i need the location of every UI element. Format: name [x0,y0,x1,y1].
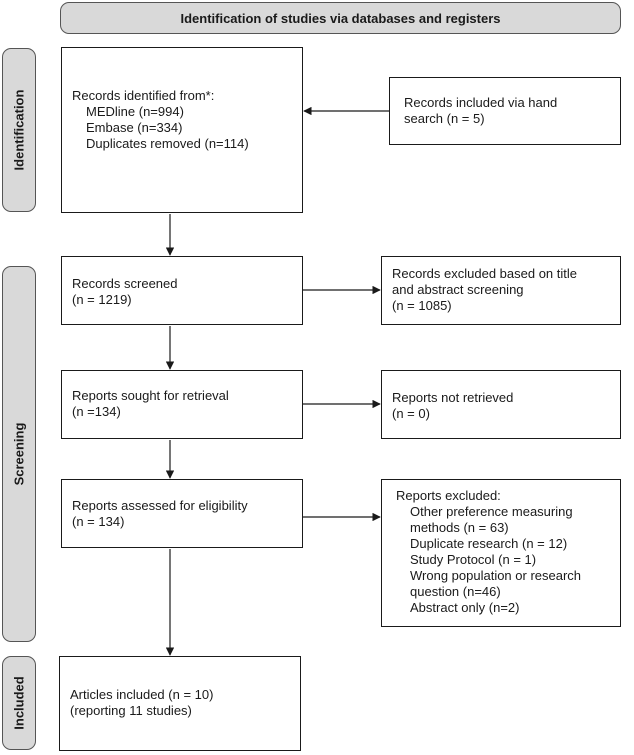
reports-excluded-item: Abstract only (n=2) [410,600,520,615]
reports-excluded-item: Duplicate research (n = 12) [410,536,568,551]
reports-sought-line2: (n =134) [72,404,121,419]
flow-diagram-header: Identification of studies via databases … [60,2,621,34]
reports-sought-line1: Reports sought for retrieval [72,388,229,403]
records-screened-line1: Records screened [72,276,178,291]
reports-assessed-box: Reports assessed for eligibility (n = 13… [61,479,303,548]
records-identified-box: Records identified from*: MEDline (n=994… [61,47,303,213]
reports-not-retrieved-box: Reports not retrieved (n = 0) [381,370,621,439]
records-duplicates: Duplicates removed (n=114) [86,136,249,151]
records-screened-line2: (n = 1219) [72,292,132,307]
records-medline: MEDline (n=994) [86,104,184,119]
header-title: Identification of studies via databases … [180,10,501,26]
reports-excluded-item: Wrong population or research [410,568,582,583]
records-screened-box: Records screened (n = 1219) [61,256,303,325]
records-excluded-line1: Records excluded based on title [392,266,578,281]
reports-not-retrieved-line2: (n = 0) [392,406,430,421]
articles-included-box: Articles included (n = 10) (reporting 11… [59,656,301,751]
records-excluded-box: Records excluded based on title and abst… [381,256,621,325]
records-excluded-line3: (n = 1085) [392,298,452,313]
reports-excluded-item: question (n=46) [410,584,501,599]
records-identified-intro: Records identified from*: [72,88,215,103]
hand-search-line2: search (n = 5) [404,111,485,126]
reports-assessed-line2: (n = 134) [72,514,125,529]
reports-excluded-item: Study Protocol (n = 1) [410,552,537,567]
phase-included: Included [2,656,36,750]
hand-search-line1: Records included via hand [404,95,558,110]
articles-included-line2: (reporting 11 studies) [70,703,192,718]
reports-assessed-line1: Reports assessed for eligibility [72,498,248,513]
records-embase: Embase (n=334) [86,120,183,135]
phase-identification: Identification [2,48,36,212]
articles-included-line1: Articles included (n = 10) [70,687,214,702]
reports-not-retrieved-line1: Reports not retrieved [392,390,514,405]
reports-sought-box: Reports sought for retrieval (n =134) [61,370,303,439]
hand-search-box: Records included via hand search (n = 5) [389,77,621,145]
reports-excluded-title: Reports excluded: [396,488,501,503]
records-excluded-line2: and abstract screening [392,282,524,297]
phase-screening: Screening [2,266,36,642]
reports-excluded-item: Other preference measuring [410,504,573,519]
reports-excluded-item: methods (n = 63) [410,520,509,535]
reports-excluded-box: Reports excluded: Other preference measu… [381,479,621,627]
